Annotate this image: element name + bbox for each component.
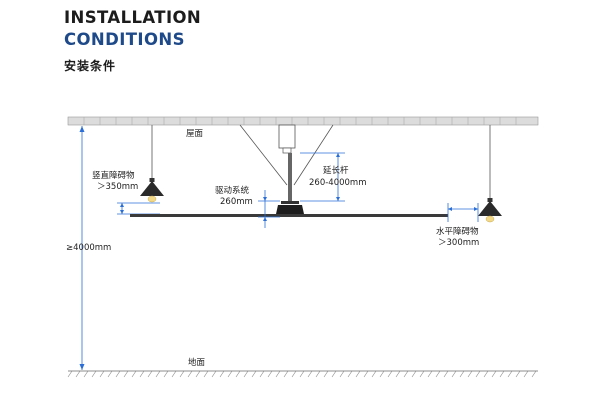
left-lamp bbox=[140, 125, 164, 203]
vertical-obstacle-dimension bbox=[117, 202, 160, 215]
height-dimension bbox=[79, 126, 85, 370]
drive-system-value: 260mm bbox=[220, 197, 253, 207]
height-label: ≥4000mm bbox=[66, 243, 111, 253]
fan-mount bbox=[239, 124, 334, 186]
extension-rod-value: 260-4000mm bbox=[309, 178, 366, 188]
horizontal-obstacle-dimension bbox=[447, 203, 479, 222]
subtitle-chinese: 安装条件 bbox=[64, 59, 117, 73]
roof-label: 屋面 bbox=[186, 129, 204, 139]
extension-rod-dimension bbox=[300, 152, 345, 202]
extension-rod-label: 延长杆 bbox=[323, 165, 349, 176]
title-conditions: CONDITIONS bbox=[64, 30, 185, 49]
roof-beam bbox=[67, 116, 539, 126]
drive-system-dimension bbox=[258, 190, 280, 228]
horizontal-obstacle-value: ＞300mm bbox=[438, 238, 479, 248]
drive-system-label: 驱动系统 bbox=[215, 185, 250, 196]
ground-line bbox=[67, 370, 538, 378]
vertical-obstacle-value: ＞350mm bbox=[97, 182, 138, 192]
horizontal-obstacle-label: 水平障碍物 bbox=[436, 226, 479, 237]
vertical-obstacle-label: 竖直障碍物 bbox=[92, 170, 135, 181]
drive-motor bbox=[276, 201, 304, 217]
title-installation: INSTALLATION bbox=[64, 8, 202, 27]
fan-blades bbox=[130, 214, 448, 217]
extension-rod bbox=[288, 153, 292, 201]
ground-label: 地面 bbox=[188, 357, 206, 368]
right-lamp bbox=[478, 125, 502, 223]
